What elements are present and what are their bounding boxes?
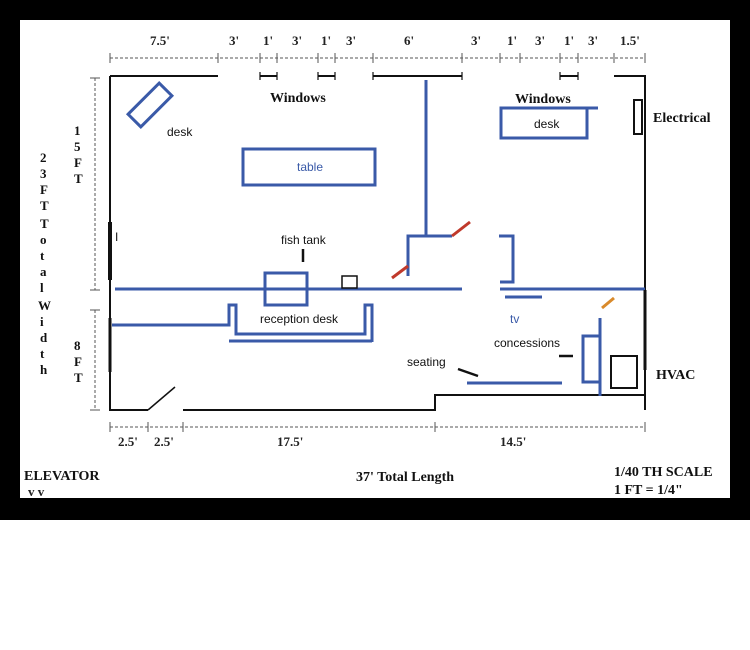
dim-top-3: 1' [263,33,273,48]
door-swing-left [391,264,409,280]
floor-plan-sheet [20,20,730,498]
dim-top-13: 1.5' [620,33,640,48]
dim-top-7: 6' [404,33,414,48]
top-dimension-labels: 7.5' 3' 1' 3' 1' 3' 6' 3' 1' 3' 1' 3' 1.… [150,33,640,48]
concessions-label: concessions [494,336,560,350]
dim-top-8: 3' [471,33,481,48]
dim-bottom-2: 2.5' [154,434,174,449]
dim-top-11: 1' [564,33,574,48]
door-mark: I [115,230,118,244]
dim-bottom-3: 17.5' [277,434,303,449]
table [241,147,377,187]
electrical-panel [633,99,643,135]
elevator-arrows: v v [28,484,45,499]
electrical-label: Electrical [653,111,711,126]
scale-conversion: 1 FT = 1/4" [614,483,683,498]
seating-pointer [457,367,479,378]
dim-top-1: 7.5' [150,33,170,48]
svg-text:8FT: 8FT [74,338,83,385]
fish-tank-label: fish tank [281,233,327,247]
dim-top-5: 1' [321,33,331,48]
left-dimension-ticks [90,77,100,411]
interior-partitions [112,80,645,396]
elevator-label: ELEVATOR [24,469,100,484]
windows-left-label: Windows [270,91,326,106]
dim-bottom-4: 14.5' [500,434,526,449]
floor-plan-diagram: 7.5' 3' 1' 3' 1' 3' 6' 3' 1' 3' 1' 3' 1.… [24,33,713,499]
dim-top-10: 3' [535,33,545,48]
tv-label: tv [510,312,519,326]
black-frame [0,0,750,520]
dim-top-9: 1' [507,33,517,48]
top-dimension-ticks [109,53,646,63]
desk-right-label: desk [534,117,560,131]
dim-top-12: 3' [588,33,598,48]
door-swing-hvac [601,296,615,310]
reception-desk-label: reception desk [260,312,339,326]
desk-left [125,80,175,130]
dim-top-2: 3' [229,33,239,48]
dim-bottom-1: 2.5' [118,434,138,449]
hvac-label: HVAC [656,368,695,383]
seating-label: seating [407,355,446,369]
desk-left-shape [125,80,175,130]
fish-tank-stand [341,275,358,289]
table-label: table [297,160,323,174]
scale-label: 1/40 TH SCALE [614,465,713,480]
bottom-dimension-ticks [109,422,646,432]
desk-left-label: desk [167,125,193,139]
window-markers [259,72,579,80]
total-length-label: 37' Total Length [356,470,454,485]
dim-top-4: 3' [292,33,302,48]
hvac-unit [610,355,638,389]
door-swing-right [451,220,471,238]
dim-top-6: 3' [346,33,356,48]
windows-right-label: Windows [515,92,571,107]
entry-door-swing [147,386,176,411]
